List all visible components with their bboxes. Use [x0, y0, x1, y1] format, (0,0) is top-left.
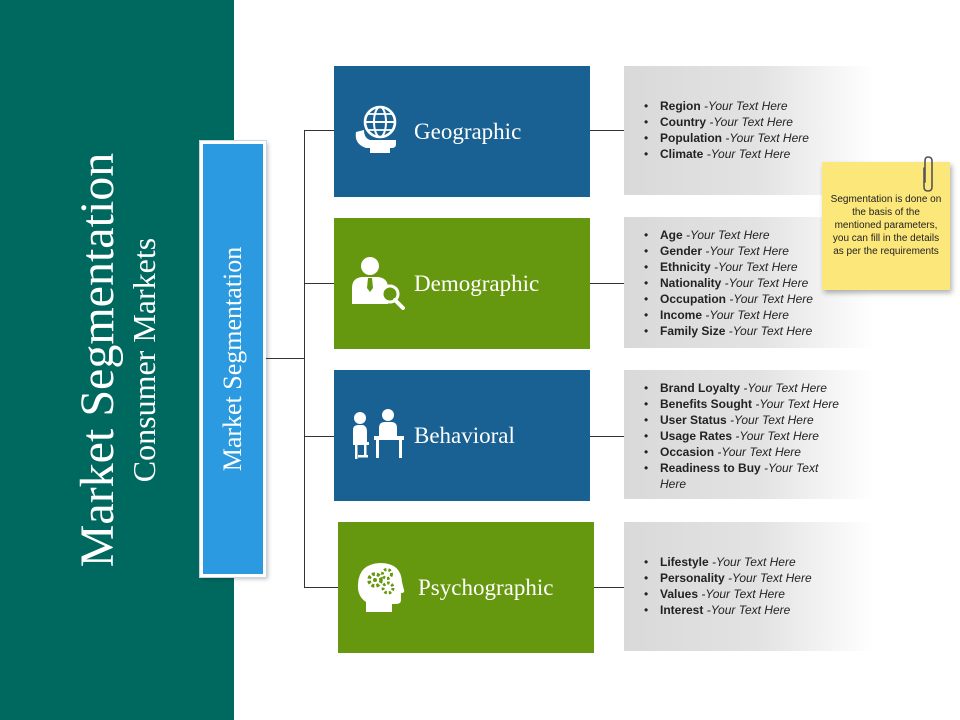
connector-detail-4	[594, 587, 624, 588]
segment-psychographic-label: Psychographic	[418, 574, 554, 600]
list-item: Personality -Your Text Here	[644, 570, 860, 586]
list-item: Usage Rates -Your Text Here	[644, 428, 860, 444]
detail-behavioral: Brand Loyalty -Your Text Here Benefits S…	[624, 370, 874, 499]
side-panel: Market Segmentation Consumer Markets	[0, 0, 234, 720]
list-item: Occasion -Your Text Here	[644, 444, 860, 460]
slide-title-block: Market Segmentation Consumer Markets	[71, 40, 162, 680]
list-item: Benefits Sought -Your Text Here	[644, 396, 860, 412]
list-item: Family Size -Your Text Here	[644, 323, 860, 339]
center-node: Market Segmentation	[200, 141, 266, 577]
meeting-desk-icon	[353, 409, 404, 459]
globe-hand-icon	[355, 105, 397, 153]
person-search-icon	[352, 257, 405, 310]
segment-geographic: Geographic	[334, 66, 590, 197]
connector-branch-3	[304, 436, 334, 437]
list-item: Brand Loyalty -Your Text Here	[644, 380, 860, 396]
list-item: Income -Your Text Here	[644, 307, 860, 323]
head-gears-icon	[357, 563, 405, 612]
detail-psychographic: Lifestyle -Your Text Here Personality -Y…	[624, 522, 874, 651]
connector-branch-4	[304, 587, 338, 588]
slide-title: Market Segmentation	[71, 152, 124, 568]
center-node-label: Market Segmentation	[218, 246, 247, 472]
list-item: Readiness to Buy -Your Text Here	[644, 460, 836, 492]
connector-branch-2	[304, 283, 334, 284]
slide-subtitle: Consumer Markets	[126, 237, 162, 483]
list-item: User Status -Your Text Here	[644, 412, 860, 428]
segment-geographic-label: Geographic	[414, 118, 522, 144]
list-item: Occupation -Your Text Here	[644, 291, 860, 307]
list-item: Country -Your Text Here	[644, 114, 860, 130]
connector-detail-3	[590, 436, 624, 437]
connector-detail-1	[590, 130, 624, 131]
list-item: Lifestyle -Your Text Here	[644, 554, 860, 570]
list-item: Nationality -Your Text Here	[644, 275, 860, 291]
segment-demographic-label: Demographic	[414, 270, 540, 296]
connector-trunk-vertical	[304, 130, 305, 587]
connector-detail-2	[590, 283, 624, 284]
segment-behavioral-label: Behavioral	[414, 422, 515, 448]
list-item: Interest -Your Text Here	[644, 602, 860, 618]
segment-behavioral: Behavioral	[334, 370, 590, 501]
sticky-note-text: Segmentation is done on the basis of the…	[830, 194, 942, 257]
list-item: Climate -Your Text Here	[644, 146, 860, 162]
segment-demographic: Demographic	[334, 218, 590, 349]
list-item: Region -Your Text Here	[644, 98, 860, 114]
list-item: Population -Your Text Here	[644, 130, 860, 146]
list-item: Age -Your Text Here	[644, 227, 860, 243]
list-item: Gender -Your Text Here	[644, 243, 860, 259]
connector-trunk-horizontal	[266, 358, 305, 359]
list-item: Ethnicity -Your Text Here	[644, 259, 860, 275]
connector-branch-1	[304, 130, 334, 131]
segment-psychographic: Psychographic	[338, 522, 594, 653]
sticky-note: Segmentation is done on the basis of the…	[822, 162, 950, 290]
list-item: Values -Your Text Here	[644, 586, 860, 602]
paperclip-icon	[923, 156, 933, 192]
